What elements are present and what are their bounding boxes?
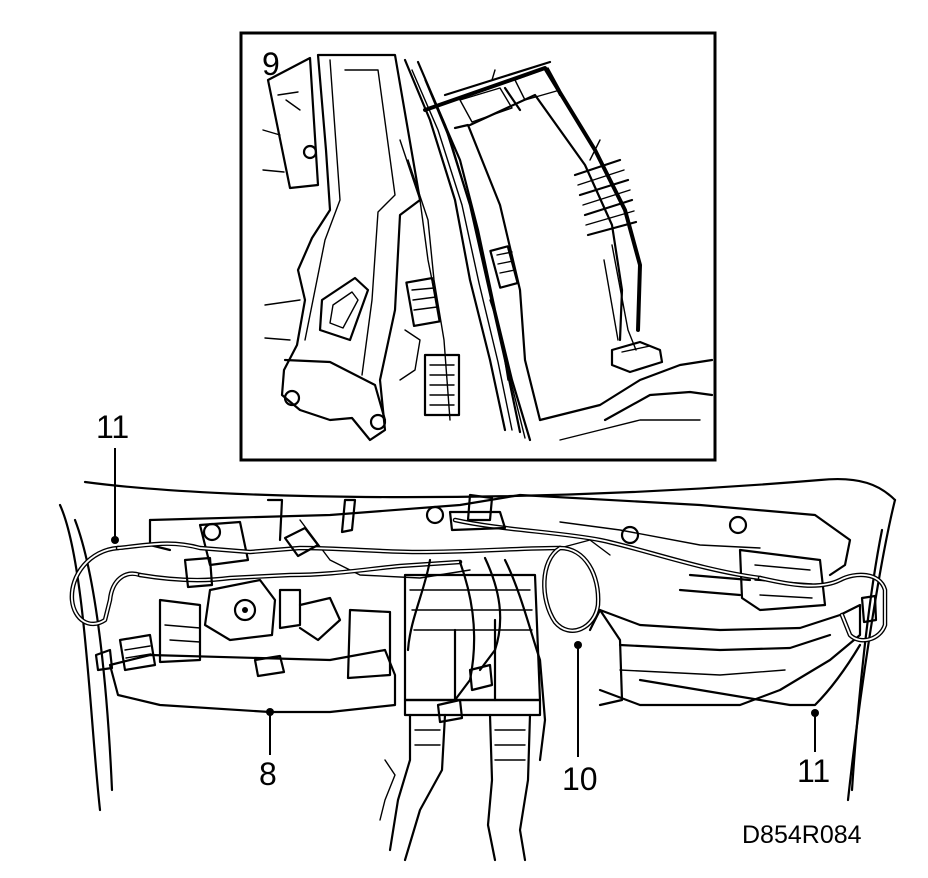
callout-label-10: 10	[562, 761, 598, 797]
callout-label-11-left: 11	[96, 409, 129, 445]
harness-loop-right	[638, 572, 888, 707]
body-outline	[83, 478, 897, 502]
detail-inset	[239, 31, 717, 462]
callout-11-left: 11	[96, 409, 129, 544]
main-view: 11 8 10 11 9 D854R084	[58, 46, 897, 862]
harness-centre-drops	[406, 556, 547, 762]
callout-11-right: 11	[797, 709, 830, 789]
callout-label-11-right: 11	[797, 753, 830, 789]
callout-8: 8	[259, 708, 277, 792]
callout-10: 10	[562, 641, 598, 797]
component-8-unit	[94, 578, 397, 714]
callout-9: 9	[262, 46, 280, 82]
harness-loop-10	[542, 545, 601, 633]
callout-label-8: 8	[259, 756, 277, 792]
figure-reference-code: D854R084	[742, 821, 862, 849]
callout-label-9: 9	[262, 46, 280, 82]
dash-crossmember	[148, 493, 852, 577]
harness-loop-left	[69, 526, 563, 627]
harness-top	[448, 510, 763, 581]
inset-artwork	[262, 53, 713, 442]
